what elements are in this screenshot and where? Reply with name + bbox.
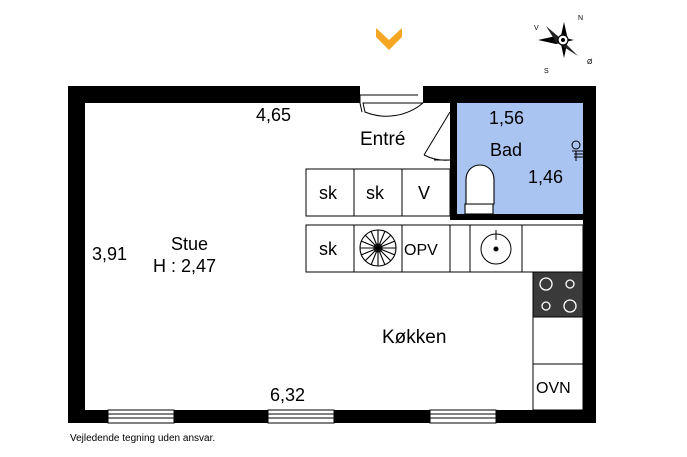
fixture-sk-2: sk — [366, 183, 385, 203]
dimension-top: 4,65 — [256, 105, 291, 125]
bath-width-label: 1,56 — [489, 108, 524, 128]
entrance-arrow-icon — [376, 28, 402, 50]
compass-s-label: S — [544, 68, 549, 75]
compass-n-label: N — [578, 15, 583, 22]
compass-o-label: Ø — [587, 59, 593, 66]
room-stue-height: H : 2,47 — [153, 256, 216, 276]
toilet-icon — [464, 164, 495, 215]
dimension-bottom: 6,32 — [270, 385, 305, 405]
bathroom-door — [423, 111, 451, 161]
kitchen-right-column — [532, 271, 584, 411]
room-stue-label: Stue — [171, 234, 208, 254]
stove-icon — [539, 277, 577, 313]
kitchen-counter — [305, 224, 584, 273]
windows — [107, 409, 497, 424]
fixture-sk-3: sk — [319, 239, 338, 259]
washer-icon — [359, 229, 397, 267]
compass-icon: N V S Ø — [534, 15, 593, 75]
cabinet-row-1 — [305, 168, 451, 217]
bath-depth-label: 1,46 — [528, 167, 563, 187]
fixture-sk-1: sk — [319, 183, 338, 203]
room-bad-label: Bad — [490, 140, 522, 160]
room-entre-label: Entré — [360, 129, 405, 150]
front-door — [359, 94, 424, 117]
dimension-left: 3,91 — [92, 244, 127, 264]
fixture-opv: OPV — [404, 242, 438, 259]
fixture-v: V — [418, 183, 430, 203]
room-kokken-label: Køkken — [382, 327, 446, 348]
shower-icon — [571, 140, 583, 161]
fixture-ovn: OVN — [536, 380, 571, 397]
disclaimer-text: Vejledende tegning uden ansvar. — [70, 433, 216, 444]
outer-walls — [68, 86, 596, 423]
compass-v-label: V — [534, 25, 539, 32]
sink-icon — [480, 230, 512, 265]
